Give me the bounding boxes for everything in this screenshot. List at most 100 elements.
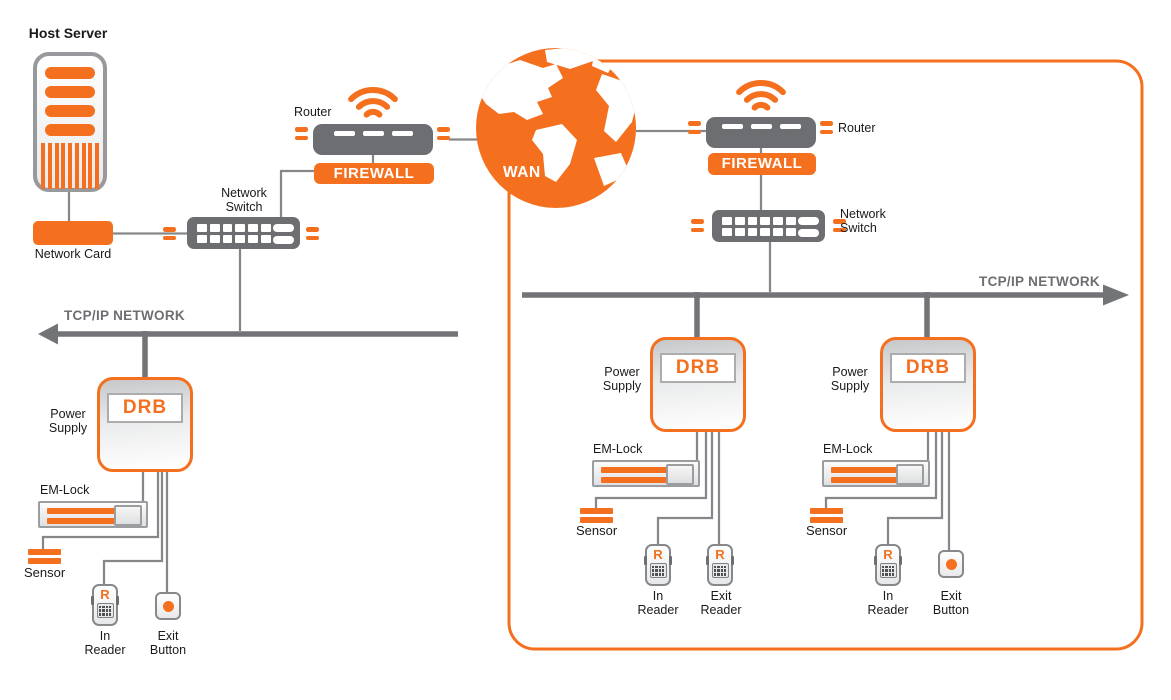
port-dashes-icon: [437, 127, 450, 144]
label-line: Supply: [48, 420, 88, 435]
reader-tab-icon: [644, 556, 647, 565]
network-card-label: Network Card: [34, 247, 112, 261]
label-line: Exit: [157, 629, 179, 643]
label-line: Button: [149, 642, 187, 657]
reader-tab-icon: [731, 556, 734, 565]
reader-r-glyph: R: [883, 547, 893, 562]
exit-reader-device: R: [706, 544, 734, 586]
in-reader-device: R: [644, 544, 672, 586]
host-server-label: Host Server: [28, 25, 108, 41]
wan-label: WAN: [503, 164, 541, 181]
reader-keypad-icon: [96, 603, 114, 618]
sensor-label: Sensor: [576, 523, 618, 538]
drb-controller: DRB: [650, 337, 746, 432]
tcpip-network-label-right: TCP/IP NETWORK: [979, 274, 1100, 289]
exit-button-device: [155, 592, 181, 620]
em-lock-magnet-icon: [831, 467, 901, 473]
em-lock-device: [592, 460, 700, 487]
reader-tab-icon: [874, 556, 877, 565]
port-dashes-icon: [833, 219, 846, 236]
em-lock-armature-icon: [114, 505, 142, 526]
label-line: Exit: [710, 589, 732, 603]
in-reader-device: R: [91, 584, 119, 626]
drb-label-plate: DRB: [107, 393, 183, 423]
power-supply-label: Power Supply: [591, 365, 653, 393]
exit-button-label: Exit Button: [141, 629, 195, 657]
label-line: Power: [50, 407, 86, 421]
reader-r-glyph: R: [100, 587, 110, 602]
network-switch-label-left: Network Switch: [194, 186, 294, 214]
exit-button-device: [938, 550, 964, 578]
drb-controller: DRB: [97, 377, 193, 472]
label-line: Network: [221, 186, 267, 200]
reader-tab-icon: [899, 556, 902, 565]
port-dashes-icon: [163, 227, 176, 244]
em-lock-device: [822, 460, 930, 487]
exit-button-dot-icon: [945, 558, 957, 570]
power-supply-label: Power Supply: [37, 407, 99, 435]
premises-boundary: [507, 59, 1144, 651]
label-line: Reader: [84, 642, 126, 657]
label-line: In: [99, 629, 111, 643]
em-lock-armature-icon: [666, 464, 694, 485]
label-line: Network: [840, 207, 886, 221]
server-vent-stripes-icon: [41, 143, 99, 189]
wan-globe-icon: [476, 48, 636, 208]
switch-ports-icon: [197, 224, 271, 243]
sensor-device: [28, 549, 61, 567]
network-card-device: [33, 221, 113, 245]
em-lock-magnet-icon: [47, 518, 119, 524]
sensor-device: [580, 508, 613, 526]
switch-uplink-icon: [798, 217, 819, 241]
network-switch-label-right: Network Switch: [840, 207, 886, 235]
in-reader-label: In Reader: [78, 629, 132, 657]
drb-controller: DRB: [880, 337, 976, 432]
network-switch-device-right: [712, 210, 825, 242]
wifi-icon-right-router: [736, 80, 786, 111]
switch-ports-icon: [722, 217, 796, 236]
label-line: Reader: [700, 602, 742, 617]
server-drive-bars-icon: [45, 67, 95, 136]
label-line: Power: [604, 365, 640, 379]
drb-label-plate: DRB: [660, 353, 736, 383]
reader-tab-icon: [706, 556, 709, 565]
port-dashes-icon: [688, 121, 701, 138]
bus-arrow-right-icon: [1103, 284, 1129, 306]
em-lock-label: EM-Lock: [823, 442, 873, 456]
label-line: Power: [832, 365, 868, 379]
switch-uplink-icon: [273, 224, 294, 248]
power-supply-label: Power Supply: [819, 365, 881, 393]
router-label-right: Router: [838, 121, 876, 135]
in-reader-label: In Reader: [631, 589, 685, 617]
label-line: Reader: [637, 602, 679, 617]
label-line: In: [882, 589, 894, 603]
label-line: Supply: [602, 378, 642, 393]
em-lock-magnet-icon: [831, 477, 901, 483]
wifi-icon-left-router: [348, 87, 398, 118]
em-lock-magnet-icon: [601, 467, 671, 473]
em-lock-armature-icon: [896, 464, 924, 485]
em-lock-magnet-icon: [601, 477, 671, 483]
in-reader-label: In Reader: [861, 589, 915, 617]
label-line: Reader: [867, 602, 909, 617]
drb-label-plate: DRB: [890, 353, 966, 383]
em-lock-label: EM-Lock: [40, 483, 90, 497]
label-line: Switch: [225, 199, 263, 214]
label-line: Button: [932, 602, 970, 617]
firewall-badge-left: FIREWALL: [314, 163, 434, 184]
label-line: Supply: [830, 378, 870, 393]
em-lock-magnet-icon: [47, 508, 119, 514]
reader-keypad-icon: [711, 563, 729, 578]
em-lock-device: [38, 501, 148, 528]
reader-tab-icon: [91, 596, 94, 605]
router-label-left: Router: [294, 105, 332, 119]
sensor-label: Sensor: [24, 565, 66, 580]
reader-tab-icon: [669, 556, 672, 565]
device-wires: [41, 129, 951, 592]
tcpip-bus-lines: [56, 292, 1103, 378]
router-device-left: [313, 124, 433, 155]
tcpip-network-label-left: TCP/IP NETWORK: [64, 308, 185, 323]
exit-button-label: Exit Button: [924, 589, 978, 617]
reader-r-glyph: R: [653, 547, 663, 562]
